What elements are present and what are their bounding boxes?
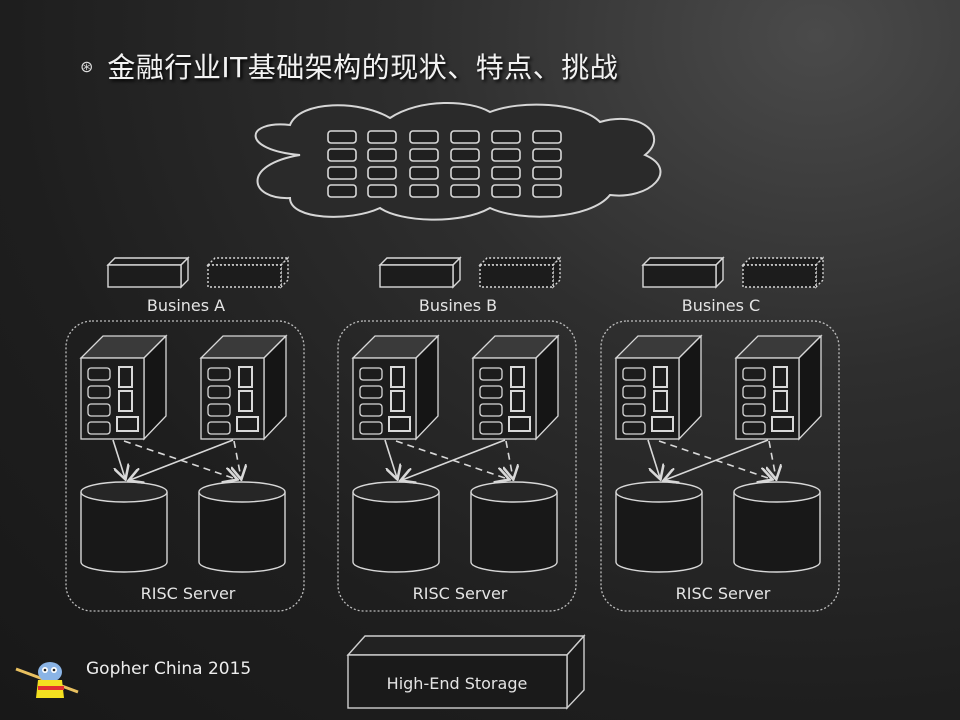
high-end-storage: High-End Storage [346,634,586,710]
server-rack [471,334,560,441]
risc-server-cluster [337,320,577,612]
cloud-node [327,166,357,180]
cloud-node [491,130,521,144]
cloud-node [367,148,397,162]
business-app-box [641,256,725,289]
business-app-box-standby [206,256,290,289]
cloud-node [409,184,439,198]
server-label: RISC Server [676,584,771,603]
database-cylinder [733,481,821,573]
cloud-node [367,184,397,198]
server-label: RISC Server [141,584,236,603]
risc-server-cluster [600,320,840,612]
cloud-node [491,148,521,162]
server-rack [614,334,703,441]
business-label: Busines A [147,296,225,315]
database-cylinder [470,481,558,573]
business-app-box-standby [478,256,562,289]
gopher-mascot-icon [15,662,79,698]
business-group-c: Busines C RISC Server [600,256,840,612]
storage-label: High-End Storage [387,674,528,693]
cloud-node [532,184,562,198]
cloud-node [367,166,397,180]
server-label: RISC Server [413,584,508,603]
business-label: Busines B [419,296,497,315]
server-rack [79,334,168,441]
business-group-b: Busines B RISC Server [337,256,577,612]
cloud [254,101,662,221]
business-app-box [378,256,462,289]
business-label: Busines C [682,296,760,315]
cloud-node [367,130,397,144]
title-text: 金融行业IT基础架构的现状、特点、挑战 [107,51,619,84]
cloud-node [532,130,562,144]
cloud-node [491,166,521,180]
cloud-node [450,184,480,198]
cloud-node [450,130,480,144]
cloud-node [327,148,357,162]
server-rack [199,334,288,441]
soccer-ball-bullet-icon: ⊛ [80,56,94,76]
cloud-node [532,148,562,162]
footer-text: Gopher China 2015 [86,659,252,679]
cloud-node [450,166,480,180]
business-app-box [106,256,190,289]
database-cylinder [80,481,168,573]
risc-server-cluster [65,320,305,612]
database-cylinder [352,481,440,573]
cloud-node [450,148,480,162]
database-cylinder [615,481,703,573]
cloud-node [409,130,439,144]
business-group-a: Busines A RISC Server [65,256,305,612]
server-rack [351,334,440,441]
database-cylinder [198,481,286,573]
business-app-box-standby [741,256,825,289]
cloud-node [409,166,439,180]
cloud-node [409,148,439,162]
server-rack [734,334,823,441]
cloud-node [327,184,357,198]
cloud-node [532,166,562,180]
cloud-node [491,184,521,198]
slide-title: ⊛ 金融行业IT基础架构的现状、特点、挑战 [80,46,618,86]
cloud-node [327,130,357,144]
